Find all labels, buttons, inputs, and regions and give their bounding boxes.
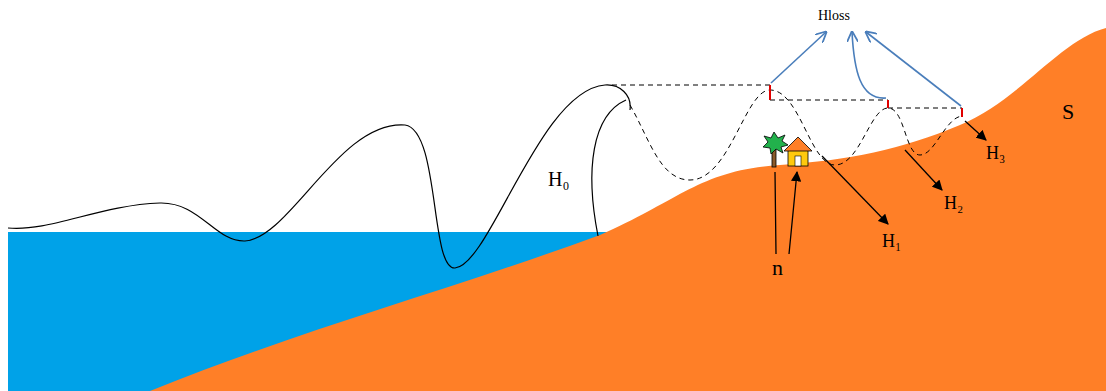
slope-label: S <box>1062 100 1074 124</box>
height-label: H₁ <box>882 232 901 252</box>
loss-label: Hloss <box>818 8 850 23</box>
loss-arrow <box>866 32 961 106</box>
pointer-arrow <box>965 121 986 140</box>
runup-wave-dashed <box>630 90 962 180</box>
house-icon <box>784 137 812 166</box>
wave-profile <box>8 85 630 268</box>
loss-arrow <box>771 32 826 83</box>
breaking-wave-face <box>592 100 626 236</box>
tree-icon <box>763 132 788 167</box>
pointer-arrow <box>905 150 942 190</box>
roughness-label: n <box>772 256 783 280</box>
loss-arrow <box>852 32 886 98</box>
height-label: H₂ <box>944 194 963 214</box>
height-label: H₃ <box>986 144 1005 164</box>
wave-height-label: H₀ <box>548 168 569 190</box>
land-slope <box>150 28 1106 391</box>
pointer-arrow <box>822 156 888 224</box>
pointer-arrows <box>775 172 797 254</box>
height-reference-lines <box>612 85 962 108</box>
